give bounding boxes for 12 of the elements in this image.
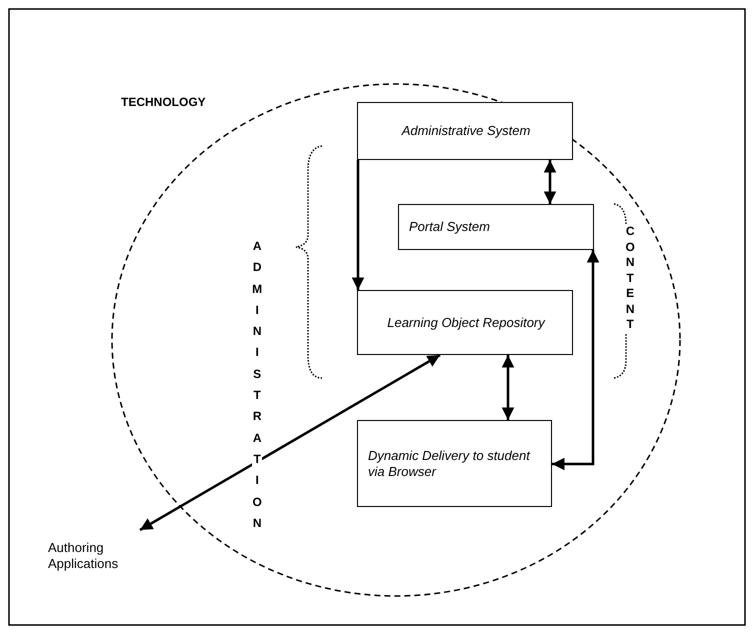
- region-label: CONTENT: [625, 224, 636, 332]
- arrow: [139, 354, 441, 532]
- region-label: TECHNOLOGY: [121, 95, 206, 109]
- node-label: Authoring Applications: [48, 540, 118, 571]
- process-box: Administrative System: [357, 102, 573, 160]
- arrow: [552, 250, 600, 470]
- process-box: Portal System: [398, 204, 594, 250]
- arrow: [502, 355, 514, 420]
- arrow: [544, 160, 556, 204]
- arrow: [352, 160, 364, 290]
- process-box: Dynamic Delivery to student via Browser: [357, 420, 552, 507]
- process-box: Learning Object Repository: [357, 290, 573, 355]
